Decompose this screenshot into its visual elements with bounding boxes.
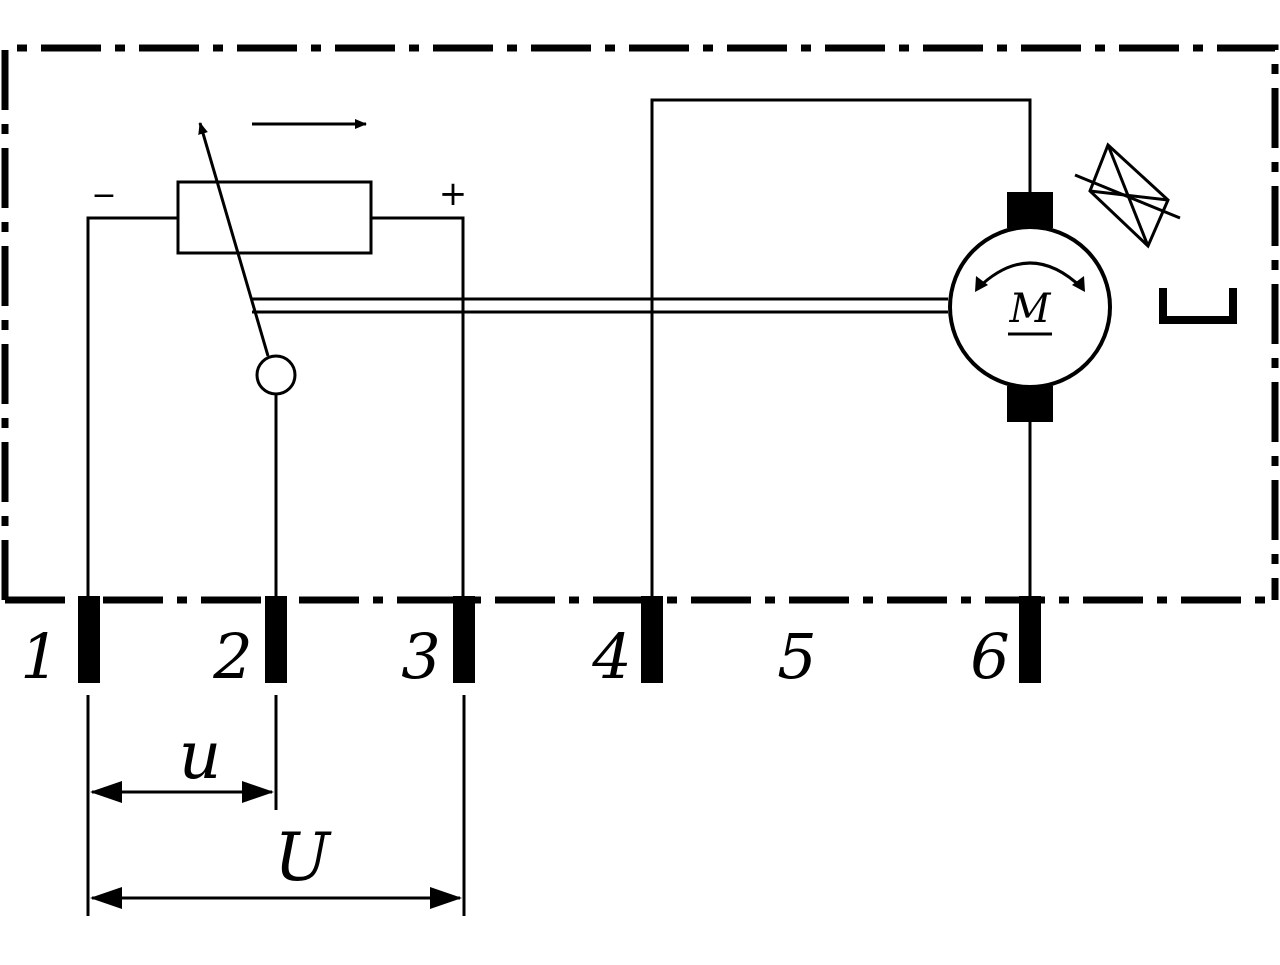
wiring [86,98,1032,600]
total-voltage-label: U [274,819,332,896]
resistor [176,180,373,255]
motor: M [948,192,1112,422]
terminal-label-1: 1 [20,620,59,693]
resistor-plus-label: + [439,174,468,214]
terminal-label-3: 3 [401,620,440,693]
rotation-arrow-icon [976,261,1084,290]
enclosure-boundary [1,44,1279,604]
resistor-minus-label: − [91,178,116,213]
motor-top-brush [1007,192,1053,228]
housing-bracket-icon [1159,288,1237,324]
brake-icon [1074,142,1181,249]
terminal-label-4: 4 [591,620,631,693]
terminal-label-5: 5 [777,620,816,693]
terminal-3 [453,596,475,683]
motor-bottom-brush [1007,386,1053,422]
terminal-labels: 1 2 3 4 5 6 [20,620,1009,693]
mechanical-coupling [252,297,948,314]
terminal-6 [1019,596,1041,683]
total-voltage-dimension: U [90,819,462,909]
wiper-pivot [255,354,297,396]
voltage-dimensions [86,695,466,916]
terminal-1 [78,596,100,683]
small-voltage-label: u [179,717,222,794]
terminal-label-6: 6 [970,620,1009,693]
wiper-arm [198,122,270,357]
terminal-2 [265,596,287,683]
terminal-4 [641,596,663,683]
motor-label: M [1009,286,1052,332]
small-voltage-dimension: u [90,717,274,803]
terminal-label-2: 2 [212,620,252,693]
terminal-blocks [78,596,1041,683]
